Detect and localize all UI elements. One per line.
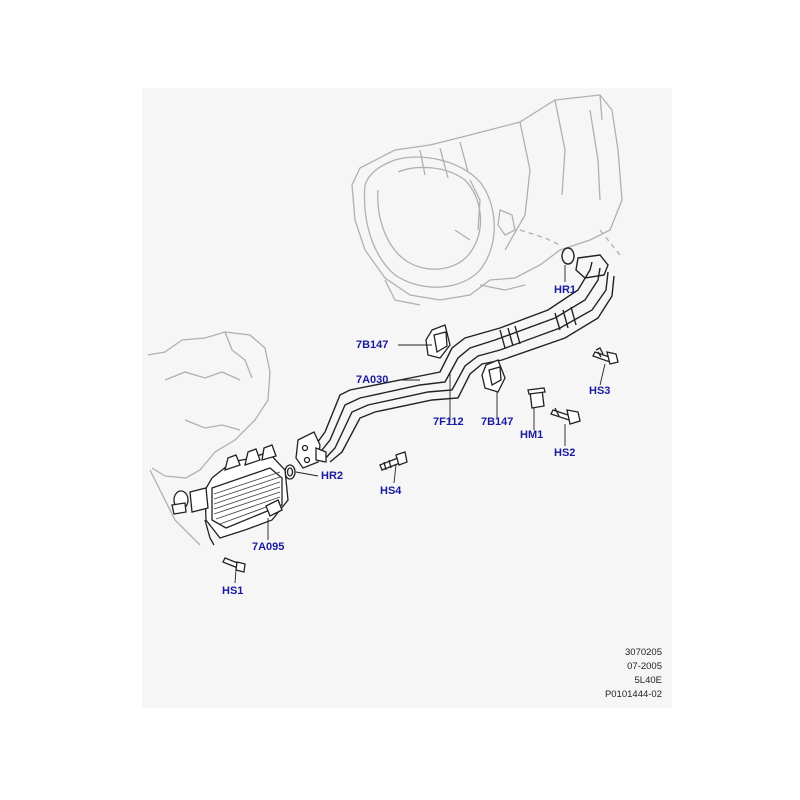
callout-hs3: HS3 (589, 385, 611, 397)
reference-number: 3070205 (625, 647, 662, 658)
reference-date: 07-2005 (627, 661, 662, 672)
callout-hs1: HS1 (222, 585, 244, 597)
oil-cooler (171, 444, 289, 546)
callout-7f112: 7F112 (433, 416, 464, 428)
callout-7b147-right: 7B147 (481, 416, 514, 428)
callout-hs4: HS4 (380, 485, 402, 497)
leader-lines (234, 265, 606, 584)
reference-part-code: P0101444-02 (604, 689, 662, 700)
callout-hs2: HS2 (554, 447, 576, 459)
callout-7b147-left: 7B147 (356, 339, 389, 351)
stud-hm1 (527, 387, 546, 409)
cooler-lines (311, 247, 615, 463)
bolt-hs4 (379, 451, 408, 471)
reference-block: 3070205 07-2005 5L40E P0101444-02 (542, 646, 662, 702)
bolt-hs3 (592, 347, 619, 365)
callout-hm1: HM1 (520, 429, 544, 441)
callout-hr2: HR2 (321, 470, 344, 482)
callout-hr1: HR1 (554, 284, 577, 296)
callout-7a095: 7A095 (252, 541, 285, 553)
callout-7a030: 7A030 (356, 374, 389, 386)
clip-7b147-right (481, 359, 506, 393)
bolt-hs2 (550, 407, 581, 425)
transmission-housing-outline (351, 94, 623, 306)
engine-block-outline (147, 331, 271, 546)
hr2-o-ring (284, 464, 296, 480)
bolt-hs1 (222, 557, 246, 573)
diagram-panel (142, 88, 672, 708)
clip-7b147-left (425, 324, 451, 359)
tube-connector-block (295, 431, 327, 469)
reference-model: 5L40E (634, 675, 662, 686)
